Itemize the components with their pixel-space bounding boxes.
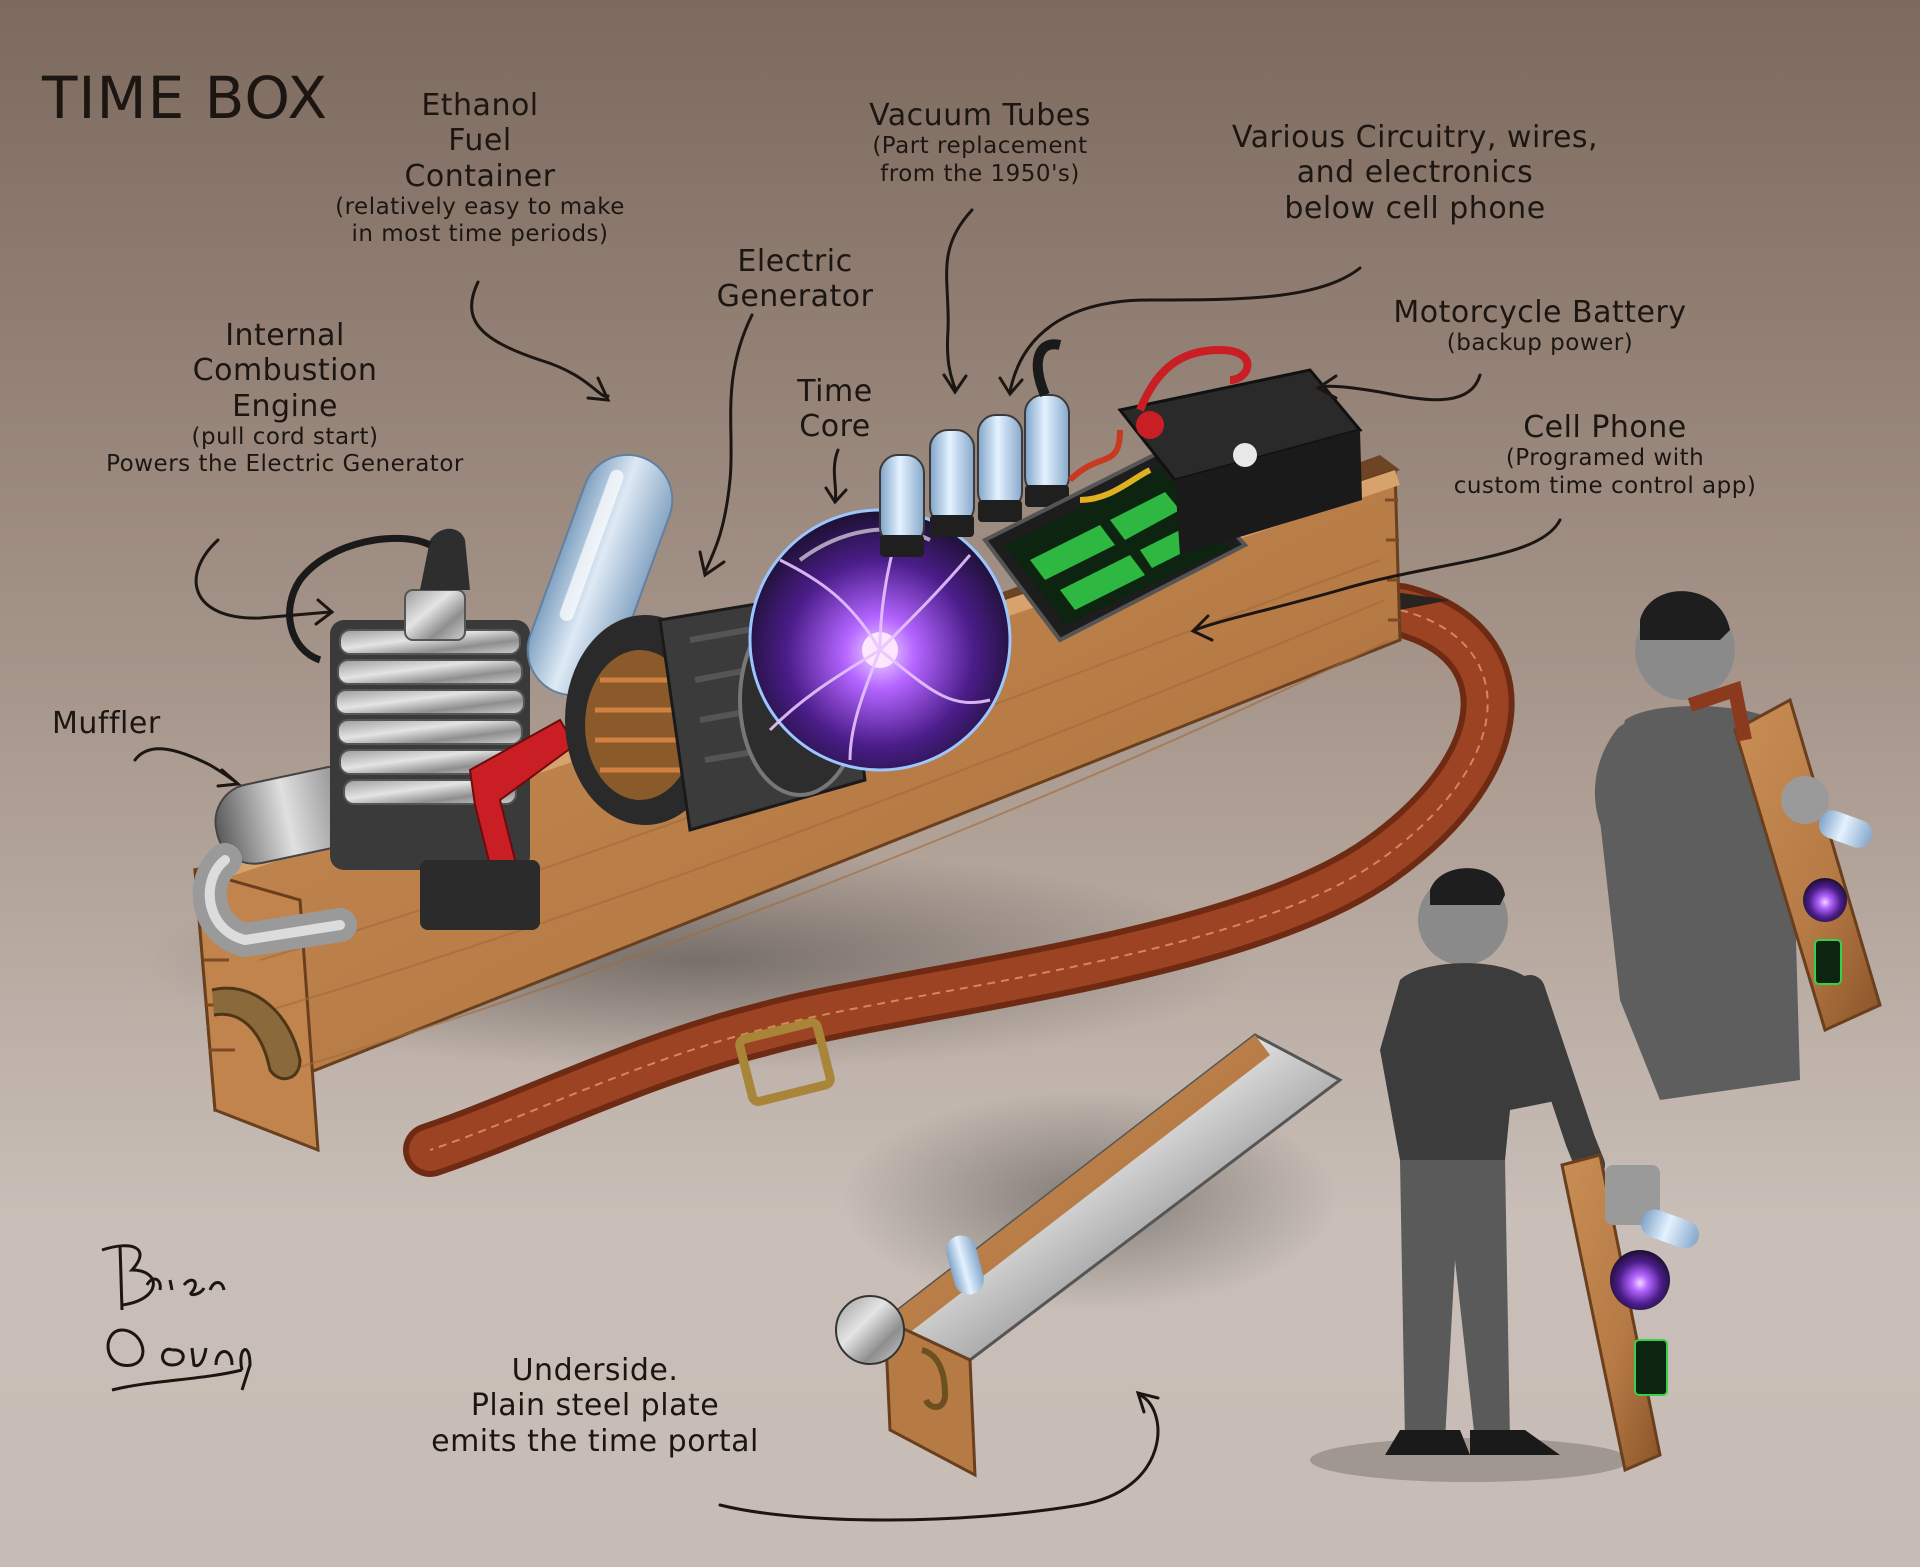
ethanol-title-3: Container — [404, 158, 556, 194]
engine-title-2: Combustion — [192, 353, 378, 389]
vacuum-tubes-arrow — [945, 208, 974, 390]
generator-title-2: Generator — [716, 279, 874, 315]
muffler-arrow-head — [216, 768, 242, 788]
engine-note-2: Powers the Electric Generator — [106, 451, 464, 478]
ethanol-note-2: in most time periods) — [351, 221, 609, 248]
muffler-arrow — [133, 747, 238, 784]
generator-arrow — [703, 313, 754, 574]
ethanol-note-1: (relatively easy to make — [335, 194, 625, 221]
vacuum-tubes-arrow-head — [942, 373, 968, 395]
cell-phone-label: Cell Phone (Programed with custom time c… — [1430, 410, 1780, 500]
artist-signature — [101, 1244, 252, 1392]
engine-note-1: (pull cord start) — [191, 424, 379, 451]
battery-arrow — [1318, 373, 1482, 402]
underside-box-view — [835, 1033, 1343, 1478]
underside-arrow-head — [1135, 1390, 1160, 1414]
time-core-globe — [748, 508, 1012, 772]
circuitry-arrow-head — [998, 376, 1024, 397]
ethanol-label: Ethanol Fuel Container (relatively easy … — [290, 88, 670, 248]
generator-arrow-head — [698, 550, 726, 578]
engine-arrow-head — [314, 598, 335, 626]
underside-title-2: Plain steel plate — [470, 1388, 720, 1424]
annotation-leaders — [133, 208, 1562, 1522]
circuitry-arrow — [1008, 266, 1362, 394]
ethanol-title-1: Ethanol — [421, 88, 539, 123]
backpack-man-figure — [1594, 591, 1882, 1100]
underside-arrow — [718, 1393, 1160, 1522]
strap-buckle — [735, 1018, 835, 1106]
ethanol-fuel-container — [526, 453, 674, 697]
engine-title-3: Engine — [232, 388, 338, 424]
vacuum-tubes — [879, 339, 1070, 557]
muffler-title: Muffler — [52, 706, 161, 741]
box-handle — [211, 986, 302, 1081]
cell-phone-title: Cell Phone — [1523, 410, 1687, 445]
battery-label: Motorcycle Battery (backup power) — [1370, 295, 1710, 358]
time-core-label: Time Core — [770, 374, 900, 445]
time-core-title-1: Time — [797, 374, 873, 409]
underside-title-3: emits the time portal — [431, 1423, 759, 1459]
time-core-arrow — [832, 448, 840, 502]
underside-title-1: Underside. — [511, 1353, 679, 1388]
circuitry-title-1: Various Circuitry, wires, — [1231, 120, 1599, 155]
ethanol-arrow-head — [586, 376, 611, 402]
circuitry-wires — [1067, 429, 1152, 503]
battery-title: Motorcycle Battery — [1393, 295, 1687, 330]
ethanol-arrow — [470, 280, 610, 398]
battery-note: (backup power) — [1446, 330, 1634, 357]
circuitry-title-2: and electronics — [1296, 155, 1534, 191]
generator-title-1: Electric — [737, 244, 853, 279]
underside-label: Underside. Plain steel plate emits the t… — [395, 1353, 795, 1459]
engine-label: Internal Combustion Engine (pull cord st… — [50, 318, 520, 478]
cell-phone-note-2: custom time control app) — [1453, 472, 1757, 499]
combustion-engine — [286, 528, 577, 930]
time-core-title-2: Core — [799, 409, 871, 445]
battery-arrow-head — [1315, 374, 1338, 400]
time-core-arrow-head — [824, 486, 848, 505]
cell-phone-arrow — [1193, 518, 1562, 632]
vacuum-tubes-note-1: (Part replacement — [872, 133, 1088, 160]
upright-box-carried — [1560, 1153, 1700, 1473]
ethanol-title-2: Fuel — [448, 123, 512, 159]
page-title: TIME BOX — [42, 64, 329, 132]
circuitry-title-3: below cell phone — [1284, 190, 1546, 226]
standing-man-figure — [1310, 868, 1630, 1482]
engine-arrow — [194, 538, 332, 620]
cell-phone-note-1: (Programed with — [1505, 445, 1705, 472]
motorcycle-battery — [1117, 345, 1363, 555]
leather-strap — [403, 583, 1515, 1177]
cell-phone-arrow-head — [1190, 614, 1214, 642]
engine-title-1: Internal — [225, 318, 345, 353]
circuitry-label: Various Circuitry, wires, and electronic… — [1185, 120, 1645, 226]
muffler-label: Muffler — [52, 706, 212, 741]
vacuum-tubes-label: Vacuum Tubes (Part replacement from the … — [820, 98, 1140, 188]
generator-label: Electric Generator — [680, 244, 910, 315]
vacuum-tubes-note-2: from the 1950's) — [880, 160, 1080, 187]
vacuum-tubes-title: Vacuum Tubes — [869, 98, 1091, 133]
